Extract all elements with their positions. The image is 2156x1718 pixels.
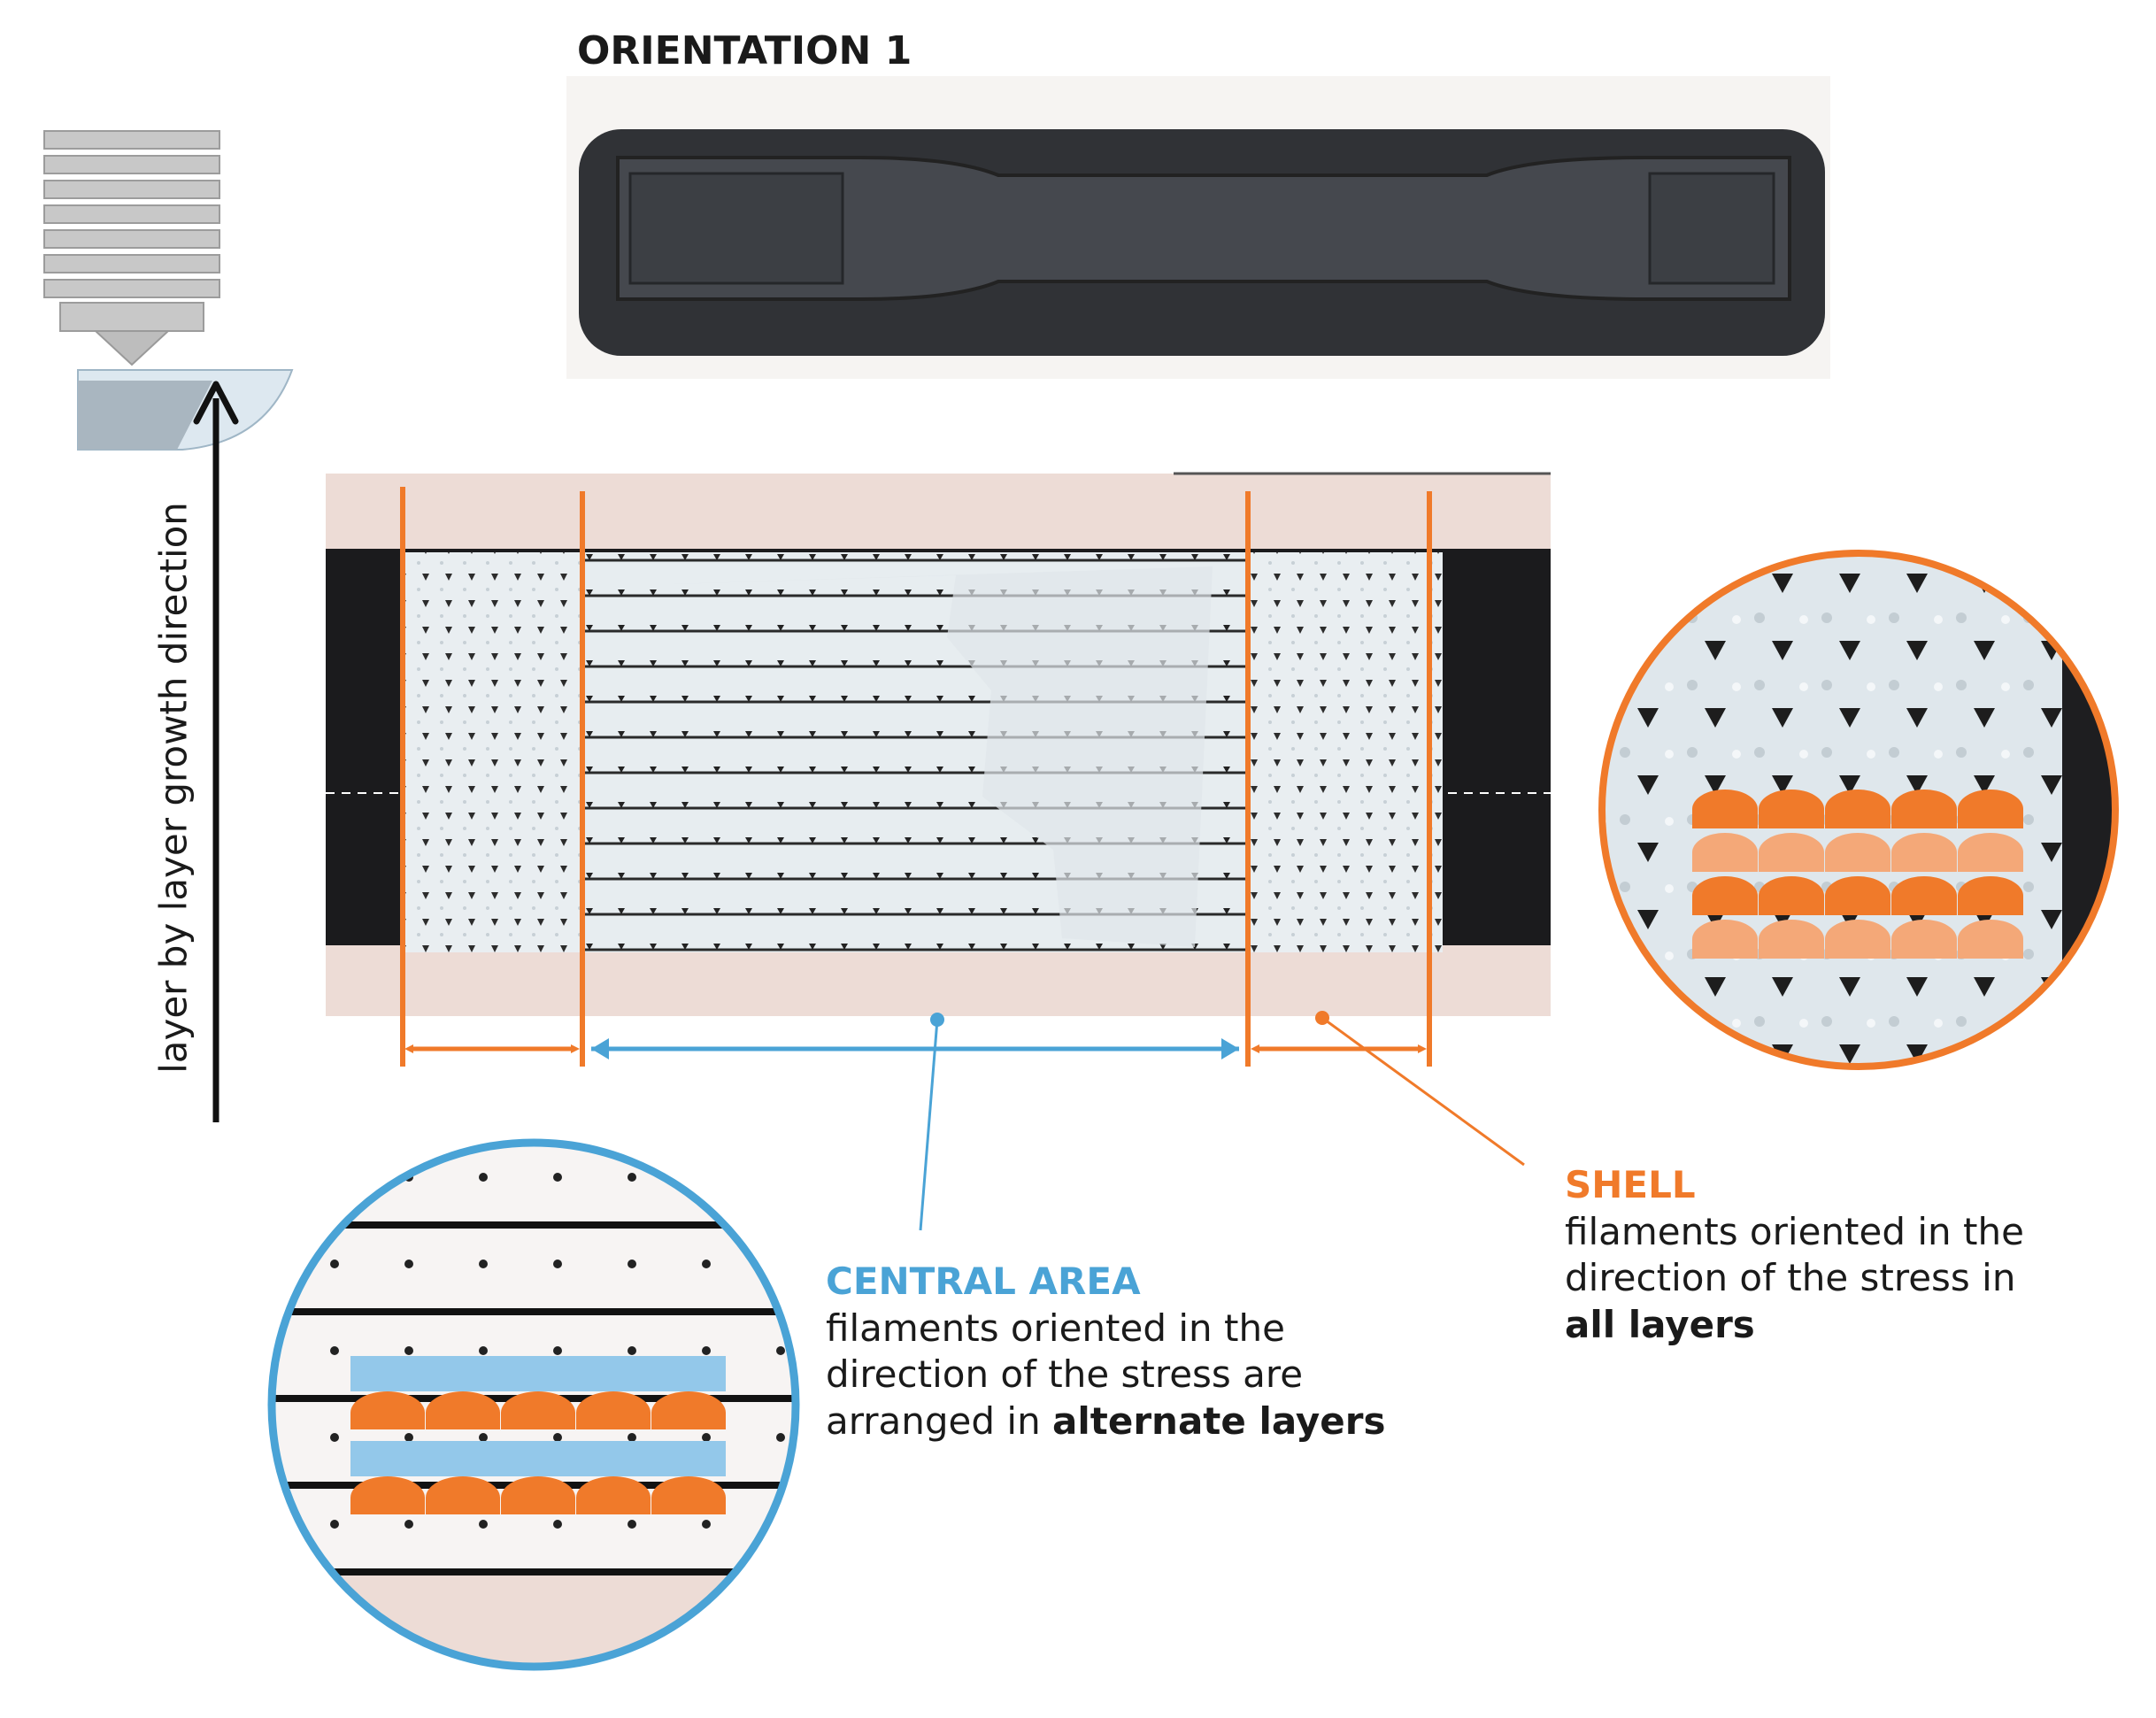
nozzle-illustration bbox=[43, 130, 294, 451]
micrograph bbox=[326, 472, 1551, 1016]
shell-description: SHELL filaments oriented in the directio… bbox=[1565, 1162, 2024, 1348]
shell-line-2: direction of the stress in bbox=[1565, 1256, 2016, 1299]
region-markers bbox=[400, 487, 1432, 1067]
shell-emphasis: all layers bbox=[1565, 1302, 1755, 1346]
shell-zoom bbox=[1598, 550, 2119, 1070]
shell-title: SHELL bbox=[1565, 1163, 1696, 1206]
shell-line-1: filaments oriented in the bbox=[1565, 1209, 2024, 1253]
central-area-title: CENTRAL AREA bbox=[826, 1260, 1141, 1303]
figure-title: ORIENTATION 1 bbox=[577, 28, 912, 73]
central-area-zoom bbox=[267, 1138, 800, 1671]
specimen-photo bbox=[566, 76, 1830, 379]
leader-lines bbox=[919, 1011, 1525, 1231]
central-area-line-1: filaments oriented in the bbox=[826, 1306, 1285, 1350]
shell-line-3: all layers bbox=[1565, 1302, 2024, 1349]
central-area-line-3-text: arranged in bbox=[826, 1398, 1053, 1443]
central-area-emphasis: alternate layers bbox=[1052, 1398, 1386, 1443]
central-area-line-3: arranged in alternate layers bbox=[826, 1398, 1386, 1445]
central-area-line-2: direction of the stress are bbox=[826, 1352, 1304, 1396]
growth-direction-label: layer by layer growth direction bbox=[151, 502, 196, 1074]
central-area-description: CENTRAL AREA filaments oriented in the d… bbox=[826, 1259, 1386, 1445]
growth-direction-arrow bbox=[193, 381, 239, 1122]
